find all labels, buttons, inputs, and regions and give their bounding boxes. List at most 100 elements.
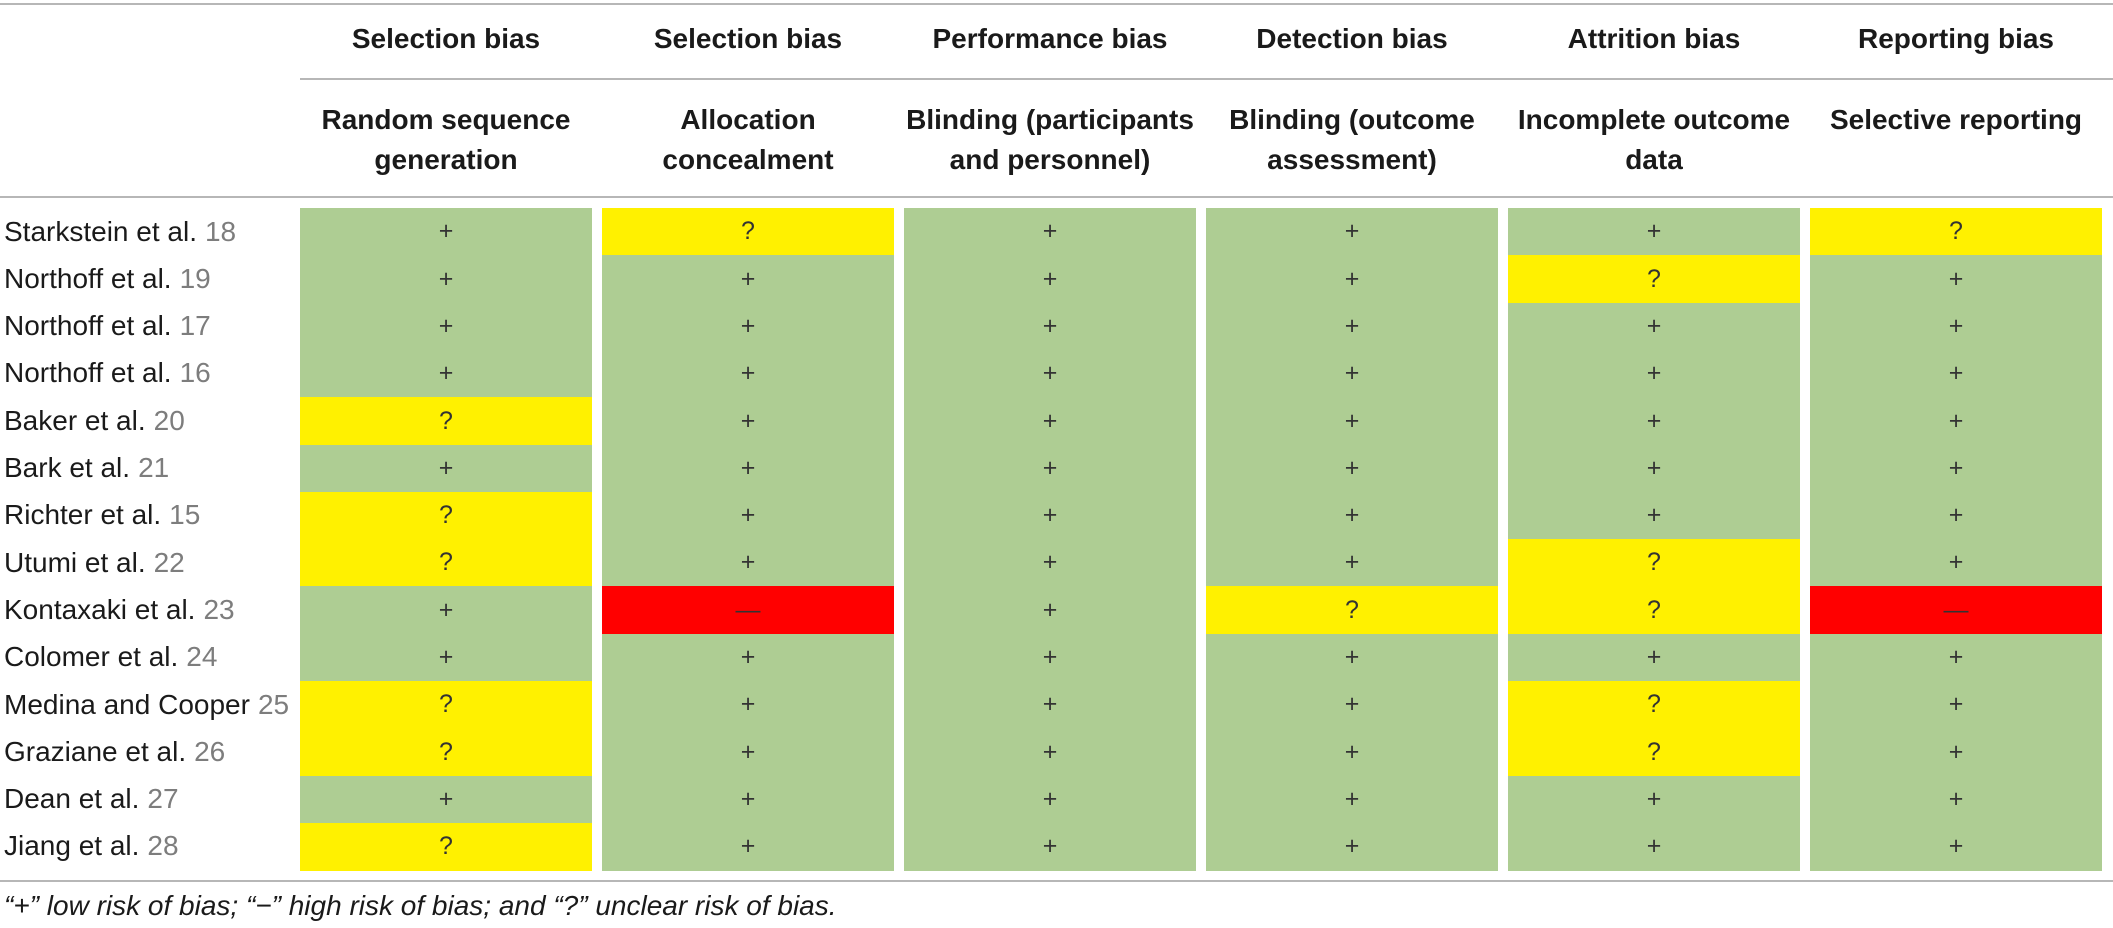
header-bias-item-line: Incomplete outcome bbox=[1517, 104, 1791, 135]
rating-cell: + bbox=[1206, 728, 1498, 777]
rating-cell: + bbox=[904, 586, 1196, 635]
rating-cell: + bbox=[1810, 491, 2102, 540]
study-reference-number: 24 bbox=[186, 641, 218, 673]
study-reference-number: 16 bbox=[179, 357, 211, 389]
header-bias-item: Random sequence generation bbox=[294, 100, 598, 180]
rating-cell: + bbox=[300, 255, 592, 304]
rating-cell: + bbox=[602, 539, 894, 587]
rating-cell: + bbox=[1206, 349, 1498, 398]
study-reference-number: 22 bbox=[153, 546, 185, 578]
study-author: Baker et al. bbox=[4, 404, 146, 436]
header-bias-item-line: assessment) bbox=[1267, 144, 1437, 175]
study-author: Utumi et al. bbox=[4, 546, 146, 578]
study-author: Northoff et al. bbox=[4, 262, 172, 294]
study-author: Northoff et al. bbox=[4, 357, 172, 389]
rating-cell: + bbox=[1508, 491, 1800, 540]
rating-cell: + bbox=[904, 728, 1196, 777]
study-name: Jiang et al.28 bbox=[4, 823, 179, 870]
rating-cell: + bbox=[1206, 491, 1498, 540]
study-reference-number: 23 bbox=[203, 593, 235, 625]
rating-cell: ? bbox=[1508, 255, 1800, 304]
rating-cell: + bbox=[904, 397, 1196, 445]
rating-cell: + bbox=[300, 349, 592, 398]
rating-cell: ? bbox=[300, 539, 592, 587]
rating-cell: + bbox=[602, 775, 894, 824]
study-reference-number: 26 bbox=[194, 735, 226, 767]
rating-cell: + bbox=[300, 633, 592, 682]
rating-cell: + bbox=[904, 208, 1196, 256]
rating-cell: + bbox=[300, 444, 592, 493]
study-reference-number: 20 bbox=[153, 404, 185, 436]
rating-cell: + bbox=[1508, 775, 1800, 824]
rating-cell: + bbox=[1508, 822, 1800, 871]
study-reference-number: 15 bbox=[169, 499, 201, 531]
rating-cell: + bbox=[1206, 822, 1498, 871]
rating-cell: + bbox=[602, 349, 894, 398]
header-bias-item-line: generation bbox=[374, 144, 518, 175]
rating-cell: + bbox=[904, 444, 1196, 493]
rating-cell: ? bbox=[300, 728, 592, 777]
header-bias-item-line: Random sequence bbox=[321, 104, 571, 135]
study-author: Colomer et al. bbox=[4, 641, 179, 673]
rating-cell: ? bbox=[1508, 681, 1800, 729]
rating-cell: + bbox=[1810, 633, 2102, 682]
header-divider bbox=[300, 78, 2113, 80]
rating-cell: ? bbox=[1508, 586, 1800, 635]
header-bias-domain: Attrition bias bbox=[1567, 23, 1741, 54]
study-reference-number: 21 bbox=[138, 452, 170, 483]
rating-cell: + bbox=[904, 255, 1196, 304]
rating-cell: + bbox=[300, 208, 592, 256]
header-bias-item-line: Selective reporting bbox=[1829, 104, 2083, 135]
study-author: Medina and Cooper bbox=[4, 688, 250, 720]
header-bias-domain: Selection bias bbox=[351, 23, 541, 54]
study-author: Northoff et al. bbox=[4, 310, 172, 342]
header-bottom-rule bbox=[0, 196, 2113, 198]
top-rule bbox=[0, 3, 2113, 5]
rating-cell: + bbox=[1810, 775, 2102, 824]
study-name: Dean et al.27 bbox=[4, 776, 179, 823]
rating-cell: ? bbox=[300, 397, 592, 445]
rating-cell: + bbox=[602, 397, 894, 445]
rating-cell: + bbox=[300, 775, 592, 824]
study-name: Colomer et al.24 bbox=[4, 634, 217, 681]
study-name: Northoff et al.17 bbox=[4, 303, 211, 350]
rating-cell: + bbox=[1206, 444, 1498, 493]
rating-cell: + bbox=[1810, 302, 2102, 351]
rating-cell: ? bbox=[300, 681, 592, 729]
study-reference-number: 17 bbox=[179, 310, 211, 342]
rating-cell: + bbox=[602, 255, 894, 304]
rating-cell: + bbox=[1206, 302, 1498, 351]
rating-cell: + bbox=[1206, 255, 1498, 304]
rating-cell: + bbox=[1810, 681, 2102, 729]
rating-cell: + bbox=[1810, 728, 2102, 777]
study-reference-number: 18 bbox=[204, 215, 237, 247]
rating-cell: + bbox=[1810, 822, 2102, 871]
study-name: Richter et al.15 bbox=[4, 492, 200, 539]
rating-cell: + bbox=[904, 302, 1196, 351]
rating-cell: + bbox=[1508, 349, 1800, 398]
header-bias-item-line: Allocation bbox=[680, 104, 816, 135]
header-bias-domain: Selection bias bbox=[653, 23, 843, 54]
rating-cell: + bbox=[904, 491, 1196, 540]
rating-cell: ? bbox=[1206, 586, 1498, 635]
rating-cell: + bbox=[904, 822, 1196, 871]
rating-cell: ? bbox=[300, 822, 592, 871]
header-bias-domain: Detection bias bbox=[1256, 23, 1448, 54]
rating-cell: + bbox=[904, 349, 1196, 398]
rating-cell: + bbox=[1206, 208, 1498, 256]
rating-cell: ? bbox=[1508, 728, 1800, 777]
study-name: Northoff et al.19 bbox=[4, 255, 211, 302]
study-name: Baker et al.20 bbox=[4, 397, 185, 444]
rating-cell: + bbox=[300, 302, 592, 351]
study-name: Bark et al.21 bbox=[4, 445, 169, 492]
rating-cell: ? bbox=[1810, 208, 2102, 256]
rating-cell: + bbox=[1206, 681, 1498, 729]
rating-cell: ? bbox=[1508, 539, 1800, 587]
rating-cell: + bbox=[904, 681, 1196, 729]
rating-cell: + bbox=[1810, 397, 2102, 445]
rating-cell: + bbox=[904, 775, 1196, 824]
study-author: Bark et al. bbox=[4, 452, 131, 483]
